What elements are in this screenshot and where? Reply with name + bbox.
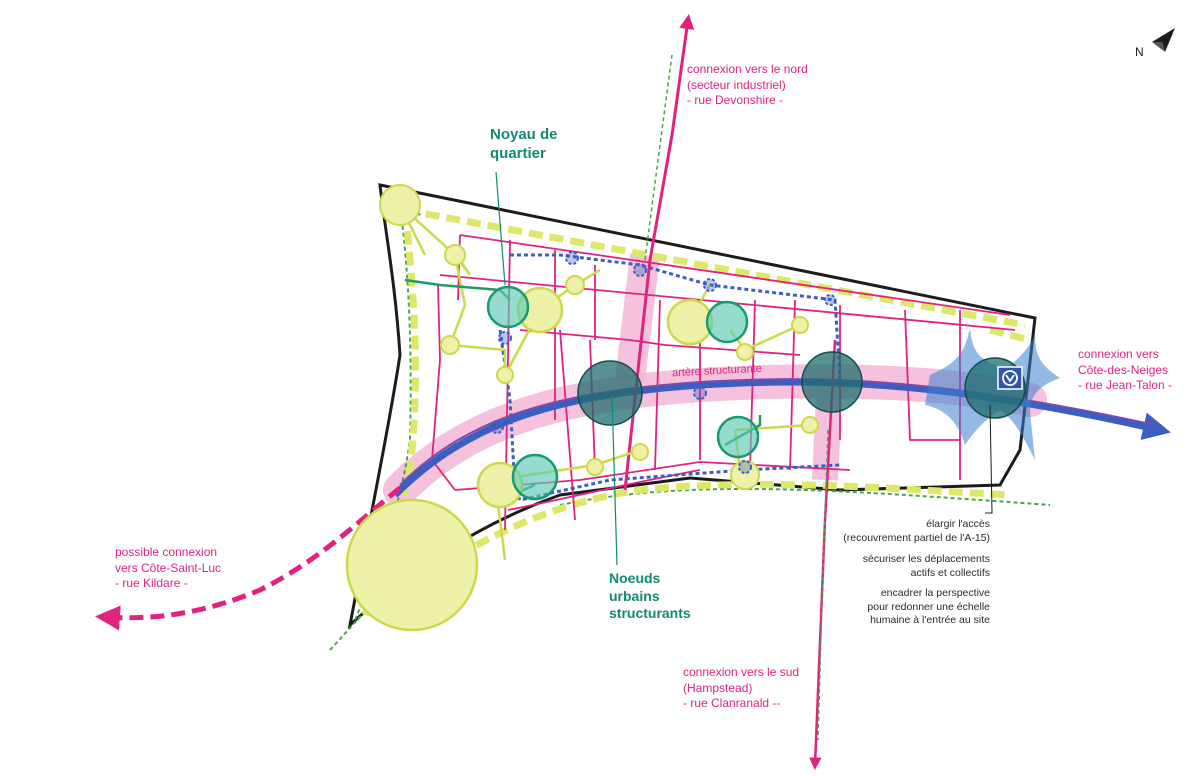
noyau-teal-3 [716,415,760,459]
noyau-circle-east [666,298,714,346]
leader-noyau [495,171,506,286]
label-west-connection: possible connexion vers Côte-Saint-Luc -… [115,545,222,591]
note-elargir-acces: élargir l'accès (recouvrement partiel de… [843,518,990,544]
small-nodes [379,184,819,490]
noyau-teal-2 [705,300,749,344]
label-noeuds-urbains: Noeuds urbains structurants [609,570,691,621]
label-noyau-de-quartier: Noyau de quartier [490,126,558,162]
west-connector [95,486,402,631]
structural-node-2 [801,351,863,413]
structural-node-1 [577,360,643,426]
leader-notes [985,404,993,514]
noyau-teal-4 [511,453,559,501]
north-connector [623,14,695,491]
note-encadrer-perspective: encadrer la perspective pour redonner un… [867,587,990,627]
label-east-connection: connexion vers Côte-des-Neiges - rue Jea… [1078,347,1173,393]
green-perimeter-south [559,487,1051,506]
label-south-connection: connexion vers le sud (Hampstead) - rue … [683,665,800,711]
north-arrow-icon [1152,28,1175,52]
metro-station-icon [997,366,1023,390]
large-node-west [345,498,479,632]
noyau-teal-1 [486,285,530,329]
note-securiser-deplacements: sécuriser les déplacements actifs et col… [862,553,990,579]
label-north-connection: connexion vers le nord (secteur industri… [687,62,808,108]
leader-noeuds [611,394,618,566]
lime-boundary [361,206,1031,617]
compass-letter: N [1135,45,1144,59]
